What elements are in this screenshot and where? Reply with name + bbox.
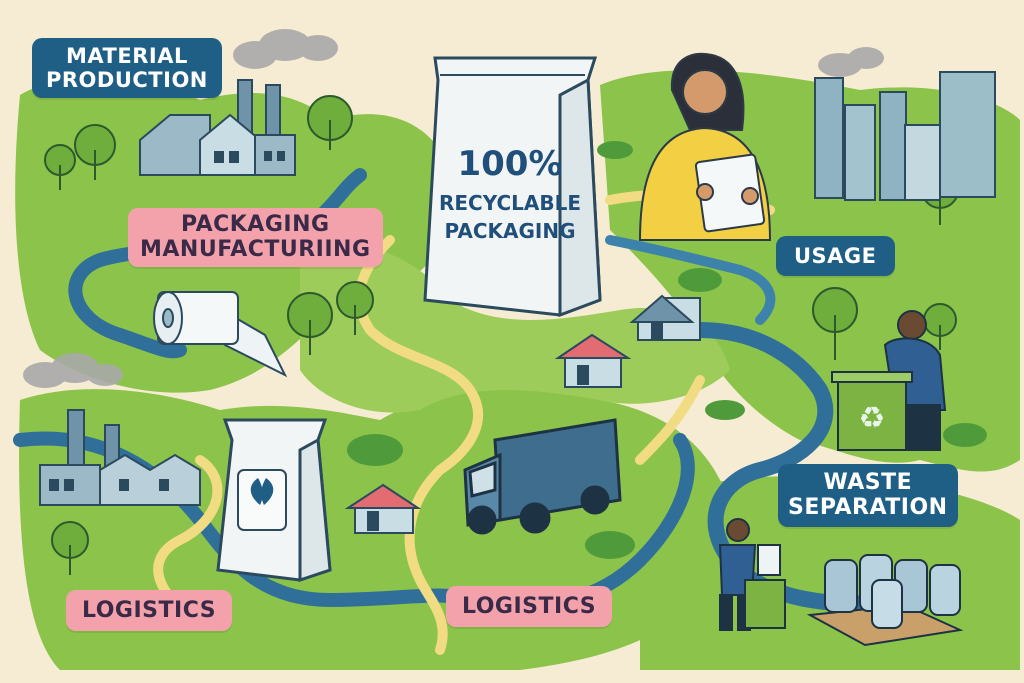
factory-icon	[139, 79, 296, 176]
svg-text:♻: ♻	[859, 401, 886, 436]
bag-line-1: RECYCLABLE	[439, 191, 581, 215]
label-logistics-center-text: LOGISTICS	[462, 594, 597, 619]
truck-icon	[463, 418, 622, 535]
city-skyline-icon	[814, 71, 996, 201]
house-icon	[554, 333, 632, 388]
label-waste-separation: WASTE SEPARATION	[778, 464, 958, 527]
packaging-bag-icon	[216, 418, 332, 583]
label-packaging-manufacturing-line-1: PACKAGING	[180, 212, 330, 237]
smoke-cloud-icon	[23, 29, 884, 388]
recycling-bin-icon	[744, 544, 786, 629]
film-roll-icon	[153, 291, 288, 378]
factory-icon	[39, 409, 201, 506]
bag-headline: 100%	[457, 144, 562, 184]
label-material-production-line-2: PRODUCTION	[46, 68, 208, 93]
label-logistics-left: LOGISTICS	[66, 590, 233, 632]
label-packaging-manufacturing: PACKAGING MANUFACTURIING	[128, 208, 383, 267]
label-material-production: MATERIAL PRODUCTION	[32, 38, 222, 99]
recycling-bin-icon: ♻	[831, 371, 913, 451]
bag-line-2: PACKAGING	[445, 219, 576, 243]
label-material-production-line-1: MATERIAL	[66, 44, 188, 68]
label-usage-text: USAGE	[794, 244, 877, 268]
label-waste-separation-line-2: SEPARATION	[788, 495, 948, 521]
house-icon	[629, 294, 701, 341]
person-icon	[638, 52, 772, 241]
bush-icon	[347, 141, 987, 559]
label-logistics-center: LOGISTICS	[446, 586, 613, 628]
label-packaging-manufacturing-line-2: MANUFACTURIING	[140, 237, 371, 263]
label-logistics-left-text: LOGISTICS	[82, 598, 217, 623]
label-usage: USAGE	[776, 236, 895, 277]
jar-pallet-icon	[806, 554, 964, 647]
house-icon	[344, 483, 422, 534]
packaging-bag-icon	[423, 56, 602, 318]
label-waste-separation-line-1: WASTE	[823, 470, 913, 495]
